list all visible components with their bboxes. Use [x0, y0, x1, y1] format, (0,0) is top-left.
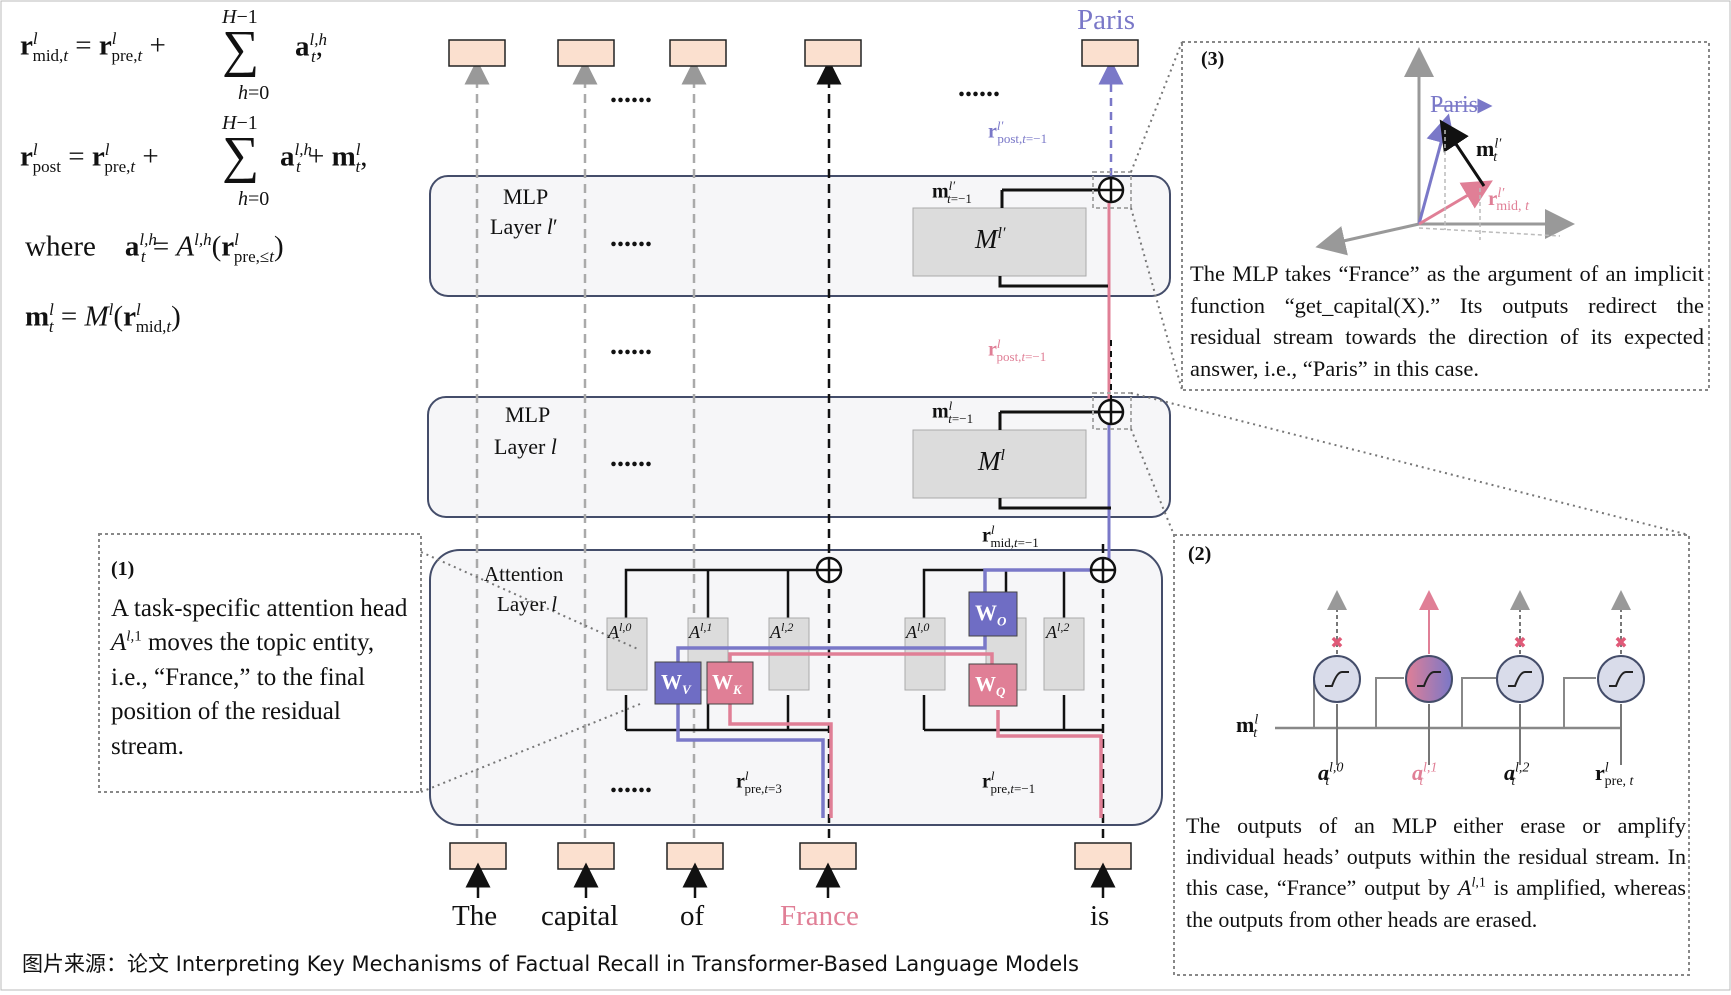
- attention-wires: [624, 568, 1103, 732]
- stream-label-post-top: rl′post,t=−1: [988, 118, 1048, 146]
- gate-label-rpre: rlpre, t: [1595, 760, 1634, 790]
- head-right-0: Al,0: [906, 620, 930, 642]
- mlp-mid-function-label: Ml: [978, 446, 1005, 476]
- gate-label-a1: al,1t: [1412, 760, 1438, 790]
- ellipsis-mlp-mid: ......: [610, 442, 652, 473]
- mlp-top-subtitle: Layer l′: [490, 214, 558, 239]
- erase-icon-0: ✖: [1330, 633, 1343, 652]
- note1-text: A task-specific attention head Al,1 move…: [111, 594, 408, 760]
- head-left-1: Al,1: [689, 620, 713, 642]
- mlp-top-m-label: ml′t=−1: [932, 178, 972, 206]
- stream-label-post-mid: rlpost,t=−1: [988, 336, 1047, 364]
- token-is: is: [1090, 900, 1110, 932]
- source-caption: 图片来源：论文 Interpreting Key Mechanisms of F…: [22, 952, 1079, 976]
- wq-label: WQ: [975, 672, 1006, 700]
- mlp-top-title: MLP: [503, 184, 549, 209]
- gating-diagram: ✖ ✖ ✖: [1275, 590, 1645, 765]
- gate-label-a2: al,2t: [1504, 760, 1530, 790]
- input-arrows: [465, 862, 1116, 898]
- vector-label-paris: Paris: [1430, 92, 1478, 118]
- output-token-paris: Paris: [1077, 4, 1135, 36]
- wk-label: WK: [712, 670, 742, 698]
- sum-2-symbol: ∑: [222, 127, 260, 184]
- vector-label-m: ml′t: [1476, 136, 1502, 166]
- equation-3: where al,ht = Al,h(rlpre,≤t): [25, 230, 284, 267]
- note2-text: The outputs of an MLP either erase or am…: [1186, 813, 1686, 932]
- ellipsis-between: ......: [610, 330, 652, 361]
- input-boxes: [449, 842, 1132, 870]
- mlp-top-focus-box: [1092, 171, 1132, 209]
- note3-number: (3): [1201, 48, 1225, 70]
- mlp-mid-title: MLP: [505, 402, 551, 427]
- note1-number: (1): [111, 558, 135, 580]
- gate-label-m: mlt: [1236, 712, 1259, 742]
- mlp-top-wire-b: [998, 276, 1108, 288]
- sum-1-bottom: h=0: [238, 82, 270, 104]
- mlp-mid-m-label: mlt=−1: [932, 398, 974, 426]
- head-right-2: Al,2: [1046, 620, 1070, 642]
- sum-2-top: H−1: [222, 112, 258, 134]
- mlp-top-function-label: Ml′: [975, 224, 1006, 254]
- output-boxes: [448, 39, 1139, 67]
- mlp-mid-subtitle: Layer l: [494, 434, 557, 459]
- sum-1-top: H−1: [222, 6, 258, 28]
- note3-text: The MLP takes “France” as the argument o…: [1190, 261, 1704, 381]
- sum-2-bottom: h=0: [238, 188, 270, 210]
- stream-label-pre3: rlpre,t=3: [736, 768, 782, 796]
- head-left-2: Al,2: [770, 620, 794, 642]
- wv-matrix: [654, 661, 702, 705]
- equation-1-tail: al,ht,: [295, 30, 327, 67]
- sum-1-symbol: ∑: [222, 21, 260, 78]
- note1-box: [98, 533, 422, 793]
- mlp-mid-function-box: [912, 429, 1087, 499]
- ellipsis-top-left: ......: [610, 78, 652, 109]
- gate-label-a0: al,0t: [1318, 760, 1344, 790]
- ellipsis-top-right: ......: [958, 72, 1000, 103]
- ellipsis-mlp-top: ......: [610, 222, 652, 253]
- wo-label: WO: [975, 600, 1007, 629]
- mlp-mid-focus-box: [1092, 392, 1132, 430]
- token-stream-lines: [464, 59, 707, 838]
- mlp-top-function-box: [912, 207, 1087, 277]
- vector-diagram: [1315, 47, 1575, 256]
- equation-1: rlmid,t = rlpre,t +: [20, 29, 166, 66]
- stream-label-pre-last: rlpre,t=−1: [982, 768, 1036, 796]
- erase-icon-3: ✖: [1614, 633, 1627, 652]
- token-of: of: [680, 900, 705, 932]
- vector-label-r: rl′mid, t: [1488, 186, 1529, 215]
- wv-label: WV: [661, 670, 691, 698]
- erase-icon-2: ✖: [1513, 633, 1526, 652]
- token-the: The: [452, 900, 498, 932]
- token-capital: capital: [541, 900, 619, 932]
- equation-2: rlpost = rlpre,t +: [20, 140, 159, 177]
- wo-matrix: [968, 591, 1018, 637]
- connectors: [420, 41, 1690, 793]
- stream-label-mid: rlmid,t=−1: [982, 522, 1039, 550]
- attention-subtitle: Layer l: [497, 592, 558, 616]
- attention-title: Attention: [484, 562, 564, 586]
- equation-4: mlt = Ml(rlmid,t): [25, 300, 181, 337]
- ellipsis-attention: ......: [610, 768, 652, 799]
- equation-2-tail: al,ht + mlt,: [280, 140, 368, 177]
- wq-matrix: [968, 663, 1018, 707]
- head-left-0: Al,0: [608, 620, 632, 642]
- token-france: France: [780, 900, 859, 932]
- note1: (1) A task-specific attention head Al,1 …: [111, 556, 416, 764]
- note2-number: (2): [1188, 543, 1212, 565]
- wk-matrix: [706, 661, 754, 705]
